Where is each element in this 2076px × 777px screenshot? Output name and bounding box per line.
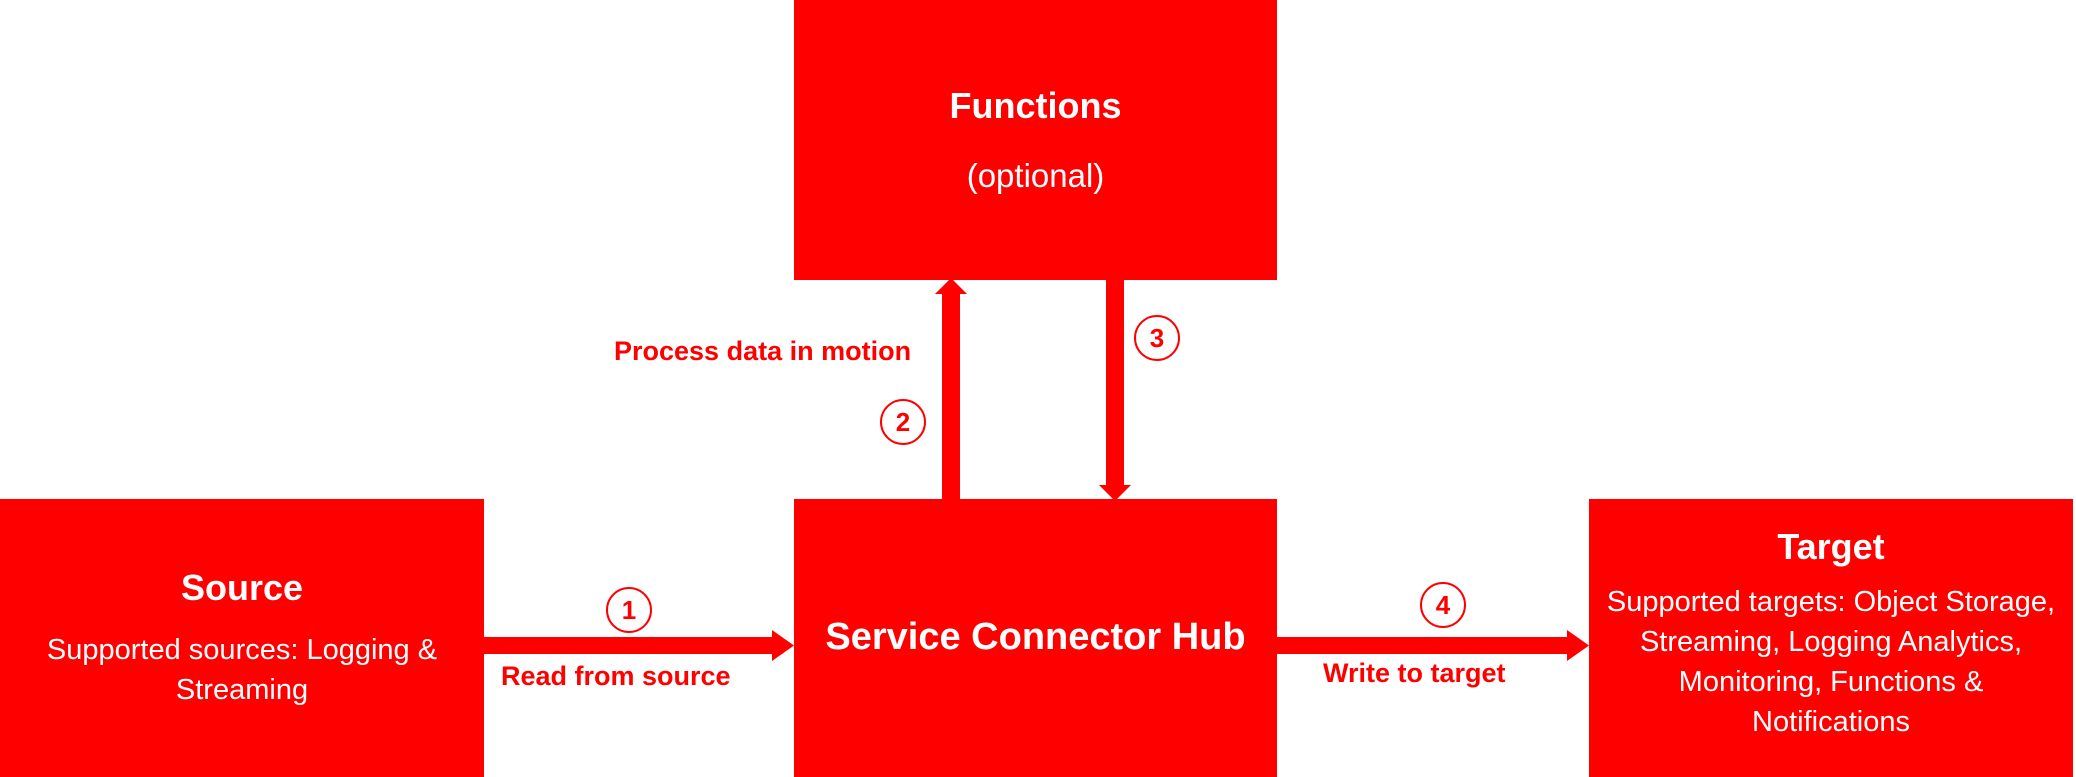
step-4-badge: 4: [1420, 582, 1466, 628]
service-connector-hub-box: Service Connector Hub: [794, 499, 1277, 777]
step-3-badge: 3: [1134, 315, 1180, 361]
functions-box: Functions (optional): [794, 0, 1277, 280]
read-from-source-label: Read from source: [501, 661, 731, 691]
write-to-target-label: Write to target: [1323, 658, 1506, 688]
arrow-write-to-target: [1277, 630, 1589, 661]
arrow-process-data: [935, 278, 967, 499]
source-box: Source Supported sources: Logging & Stre…: [0, 499, 484, 777]
source-title: Source: [180, 567, 304, 609]
step-1-badge: 1: [606, 587, 652, 633]
process-data-label: Process data in motion: [614, 336, 912, 366]
arrow-read-from-source: [484, 630, 794, 661]
step-2-badge: 2: [880, 399, 926, 445]
source-description: Supported sources: Logging & Streaming: [46, 633, 438, 706]
target-box: Target Supported targets: Object Storage…: [1589, 499, 2073, 777]
arrow-return-to-hub: [1099, 280, 1131, 501]
hub-title: Service Connector Hub: [825, 616, 1246, 659]
functions-subtitle: (optional): [966, 156, 1105, 194]
target-description: Supported targets: Object Storage, Strea…: [1606, 586, 2056, 739]
target-title: Target: [1777, 526, 1885, 567]
functions-title: Functions: [949, 85, 1122, 127]
